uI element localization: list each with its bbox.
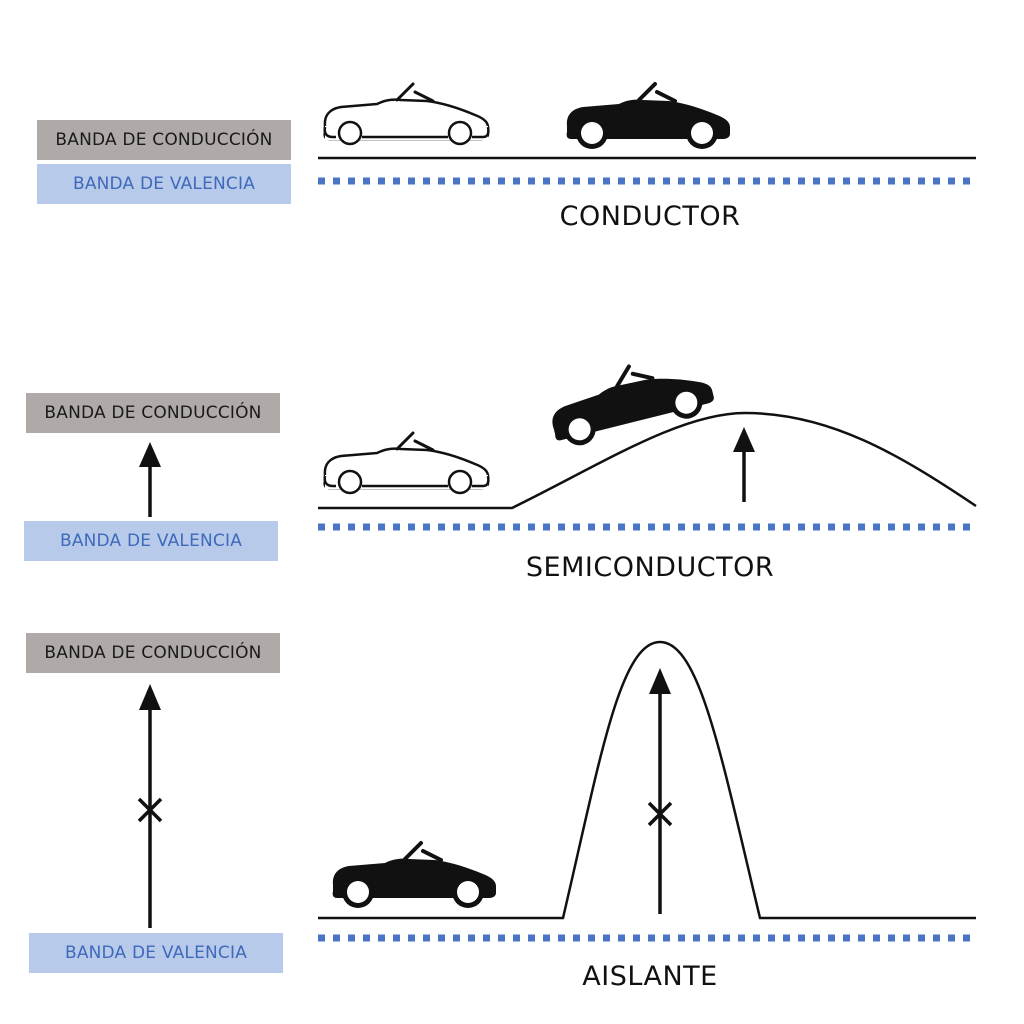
conduction-band-label: BANDA DE CONDUCCIÓN [26,393,280,433]
conduction-band-label: BANDA DE CONDUCCIÓN [37,120,291,160]
solid-car-icon [333,843,496,908]
solid-car-icon [567,84,730,149]
arrow-up-icon [139,442,161,517]
valence-band-label: BANDA DE VALENCIA [37,164,291,204]
blocked-arrow-icon [137,684,163,928]
conductor-panel [318,84,976,185]
semiconductor-caption: SEMICONDUCTOR [525,552,775,583]
blocked-arrow-icon [647,668,673,914]
arrow-up-icon [733,427,755,502]
conduction-band-label: BANDA DE CONDUCCIÓN [26,633,280,673]
small-gap-hill [318,411,977,510]
outline-car-icon [325,84,489,144]
semiconductor-panel [139,348,977,531]
insulator-caption: AISLANTE [582,961,718,992]
outline-car-icon [325,433,489,493]
valence-band-label: BANDA DE VALENCIA [29,933,283,973]
conductor-caption: CONDUCTOR [559,201,741,232]
large-gap-peak [318,640,976,920]
insulator-panel [137,640,976,942]
solid-car-icon [543,348,717,451]
valence-band-label: BANDA DE VALENCIA [24,521,278,561]
